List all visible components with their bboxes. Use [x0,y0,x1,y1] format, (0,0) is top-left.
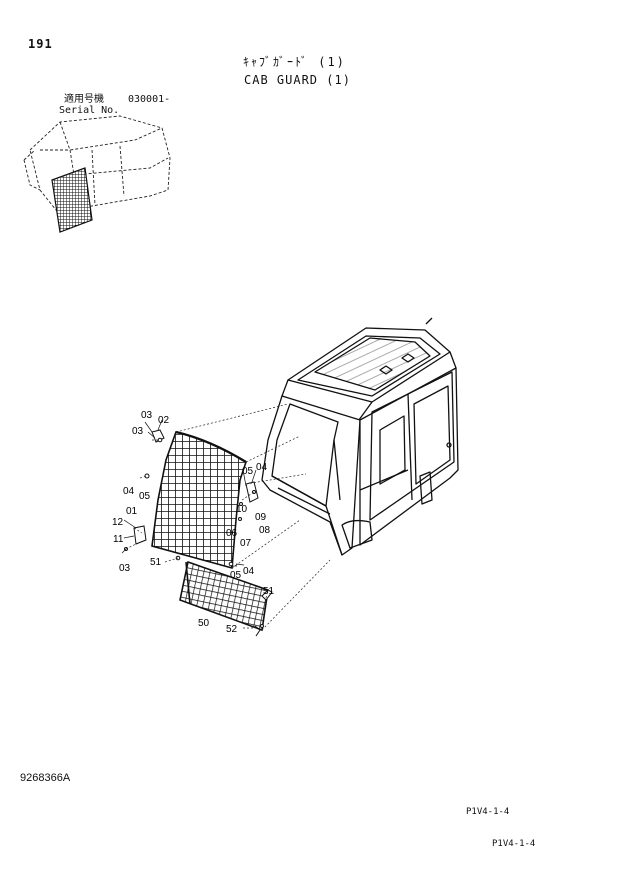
part-label: 51 [150,557,162,568]
drawing-number: 9268366A [20,772,71,784]
part-label: 03 [132,426,144,437]
page-title-japanese: ｷｬﾌﾞｶﾞｰﾄﾞ (1) [243,55,346,69]
part-label: 50 [198,618,210,629]
part-label: 05 [139,491,151,502]
part-label: 06 [226,528,238,539]
part-label: 02 [158,415,170,426]
page-code-footer: P1V4-1-4 [492,839,536,849]
part-label: 05 [242,466,254,477]
part-label: 51 [263,586,275,597]
part-label: 09 [255,512,267,523]
part-label: 08 [259,525,271,536]
part-label: 10 [236,504,248,515]
page-title: CAB GUARD (1) [244,73,351,87]
part-callouts: 03 02 03 04 05 04 05 01 10 09 12 06 07 0… [112,410,275,635]
cab-guard-upper [151,430,247,570]
assembly-leader-lines [125,403,331,631]
part-label: 12 [112,517,124,528]
serial-label-japanese: 適用号機 [64,94,104,105]
part-label: 04 [123,486,135,497]
mounting-hardware [124,429,264,628]
part-label: 04 [256,462,268,473]
part-label: 07 [240,538,252,549]
serial-number-range: 030001- [128,94,171,105]
part-label: 52 [226,624,238,635]
part-label: 03 [141,410,153,421]
operator-cab [261,317,459,556]
part-label: 03 [119,563,131,574]
part-label: 11 [113,534,124,545]
part-label: 05 [230,570,242,581]
part-label: 01 [126,506,138,517]
page-number: 191 [28,37,53,51]
page-code: P1V4-1-4 [466,807,510,817]
part-label: 04 [243,566,255,577]
serial-label: Serial No. [59,105,120,116]
